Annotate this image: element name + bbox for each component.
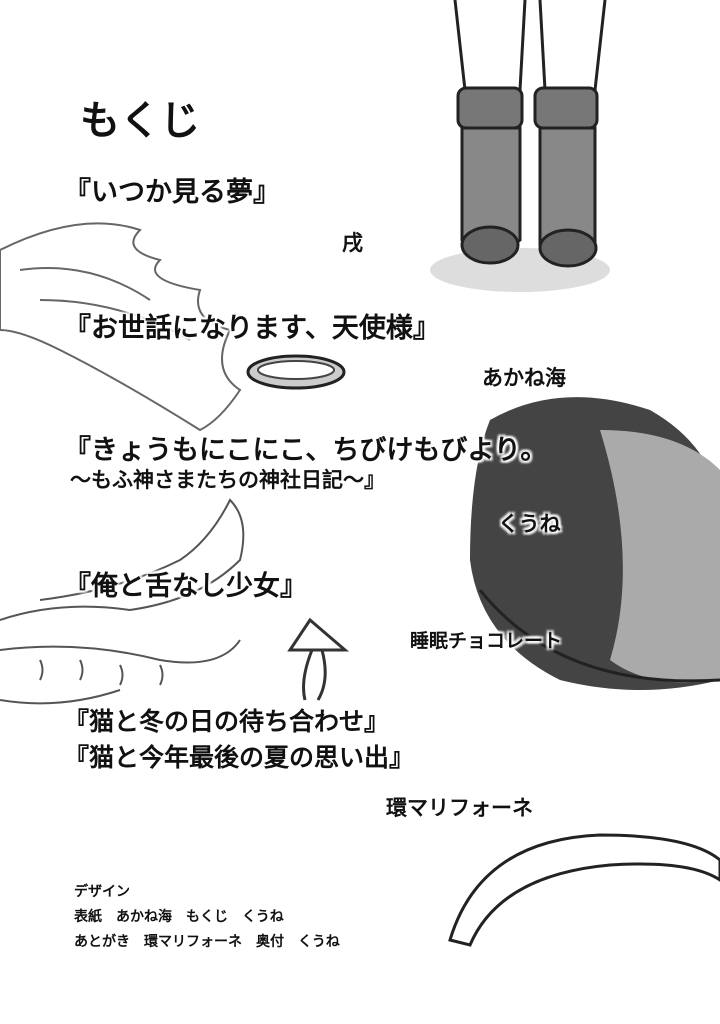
entry-author-1: 戌 [342,231,363,255]
credits-line-design: デザイン [74,884,130,900]
entry-title-5-line2: 『猫と今年最後の夏の思い出』 [64,743,415,772]
page-title: もくじ [80,98,200,144]
entry-title-4: 『俺と舌なし少女』 [64,571,307,602]
entry-title-5-line1: 『猫と冬の日の待ち合わせ』 [64,707,390,736]
animal-illustration [470,397,720,690]
entry-title-2: 『お世話になります、天使様』 [64,313,440,344]
entry-title-1: 『いつか見る夢』 [64,177,280,208]
ribbon-illustration [287,617,350,701]
tail-illustration [448,833,720,947]
wing-lower-illustration [0,498,245,705]
entry-author-4: 睡眠チョコレート [410,630,563,652]
credits-line-cover: 表紙 あかね海 もくじ くうね [74,909,284,925]
entry-title-3-line1: 『きょうもにこにこ、ちびけもびより。 [64,435,548,466]
wing-illustration [0,222,242,432]
boots-illustration [430,0,610,292]
entry-author-2: あかね海 [482,366,566,390]
entry-author-5: 環マリフォーネ [386,796,533,820]
entry-author-3: くうね [498,512,561,536]
credits: デザイン 表紙 あかね海 もくじ くうね あとがき 環マリフォーネ 奥付 くうね [74,880,340,955]
entry-title-3-line2: 〜もふ神さまたちの神社日記〜』 [70,468,385,492]
credits-line-afterword: あとがき 環マリフォーネ 奥付 くうね [74,934,340,950]
